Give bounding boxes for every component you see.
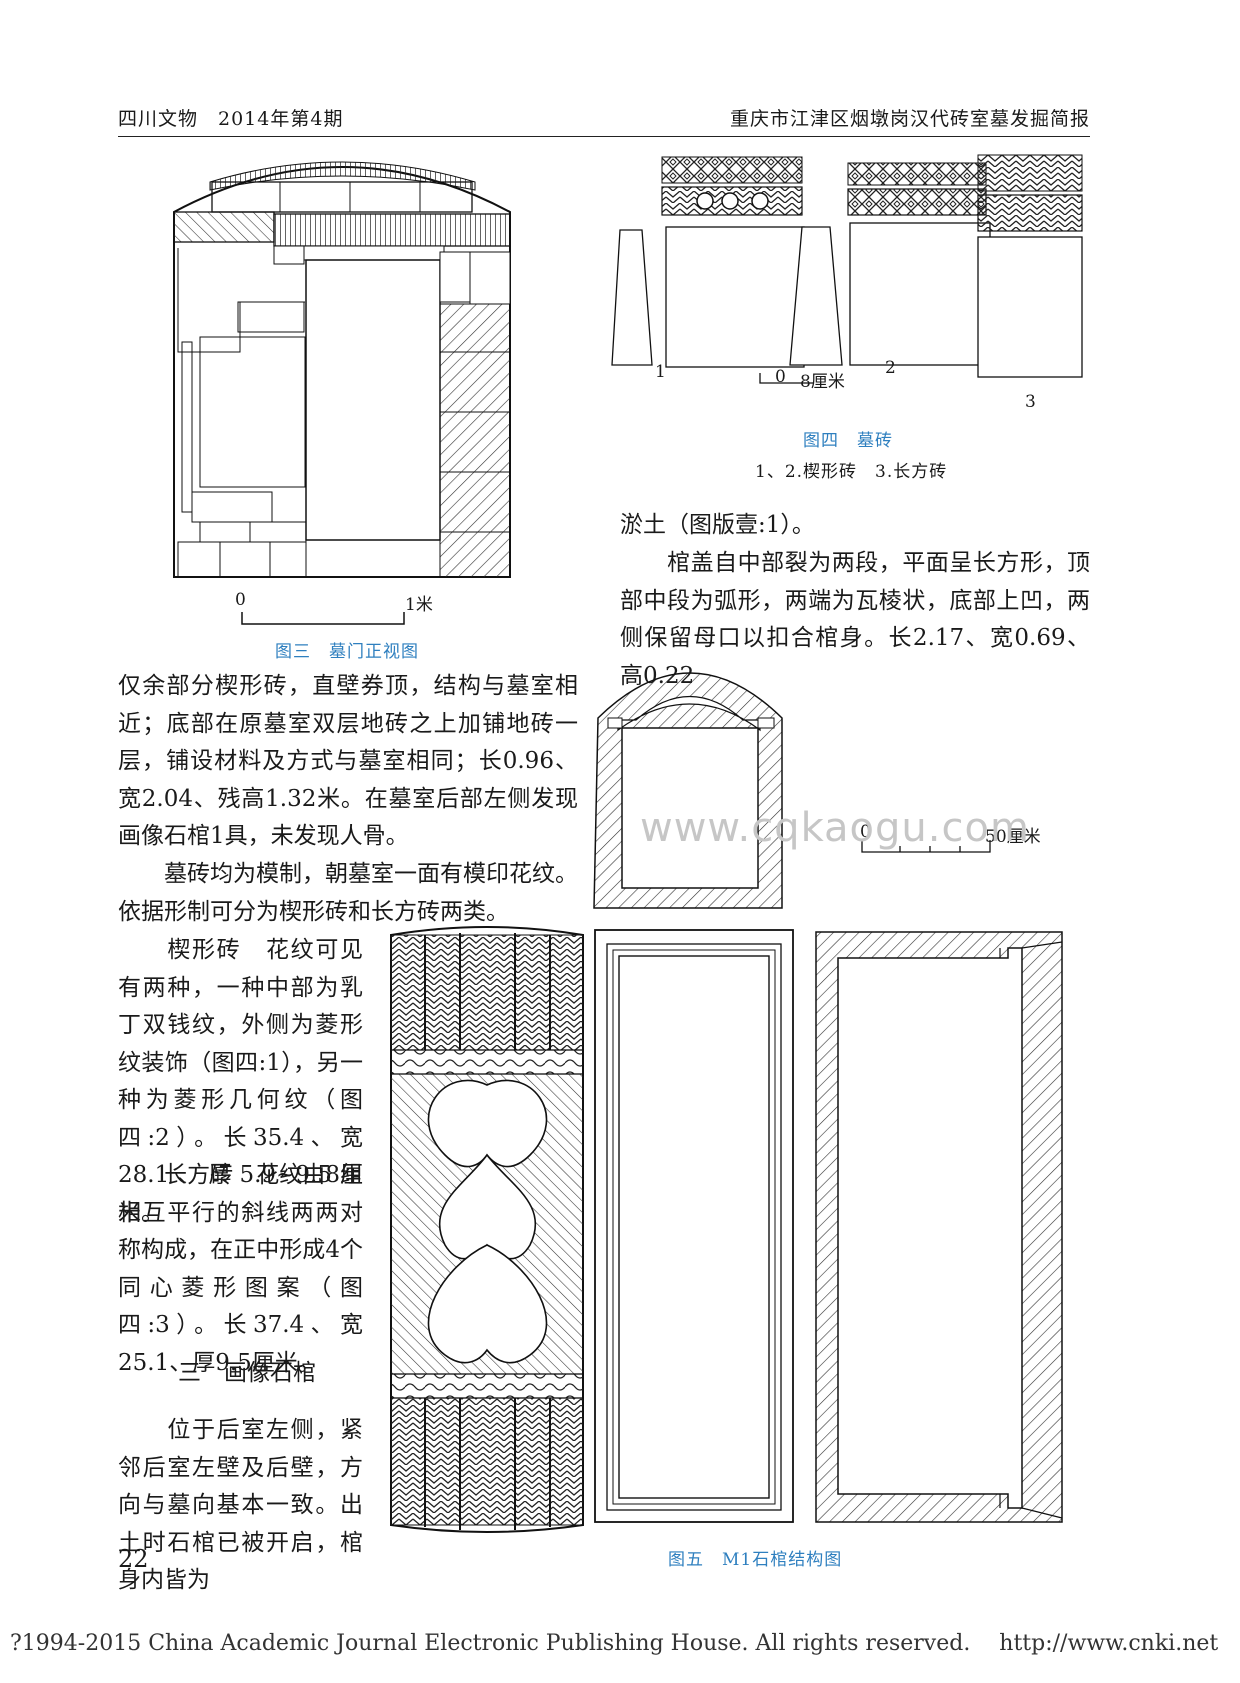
figure5-coffin-body-plan [594, 929, 794, 1523]
figure5-scale-bar [861, 840, 991, 853]
figure3-scale-zero: 0 [235, 590, 246, 610]
left-col-paragraph-5: 位于后室左侧，紧邻后室左壁及后壁，方向与墓向基本一致。出土时石棺已被开启，棺身内… [118, 1417, 363, 1593]
left-col-paragraph-3: 楔形砖 花纹可见有两种，一种中部为乳丁双钱纹，外侧为菱形纹装饰（图四:1），另一… [118, 937, 363, 1226]
page-number: 22 [118, 1545, 149, 1573]
figure4-scale-zero: 0 [775, 367, 786, 387]
figure3-scale-end: 1米 [405, 595, 433, 615]
figure5-coffin-lid-plan [390, 926, 584, 1533]
figure4-label-2: 2 [885, 358, 896, 378]
figure4-caption: 图四 墓砖 [803, 431, 893, 451]
left-col-paragraph-2: 墓砖均为模制，朝墓室一面有模印花纹。依据形制可分为楔形砖和长方砖两类。 [118, 861, 578, 925]
figure4-label-1: 1 [655, 362, 666, 382]
figure4-subcaption: 1、2.楔形砖 3.长方砖 [755, 462, 948, 482]
section-heading: 三 画像石棺 [178, 1360, 316, 1386]
figure3-tomb-door-drawing [173, 161, 511, 578]
article-title: 重庆市江津区烟墩岗汉代砖室墓发掘简报 [729, 108, 1090, 130]
copyright-footer: ?1994-2015 China Academic Journal Electr… [10, 1631, 1219, 1656]
left-col-paragraph-4: 长方砖 花纹由8组相互平行的斜线两两对称构成，在正中形成4个同心菱形图案（图四:… [118, 1162, 363, 1376]
figure4-scale-end: 8厘米 [800, 372, 845, 392]
figure4-bricks-drawing [611, 154, 1083, 384]
figure3-scale-bar [241, 612, 405, 625]
figure5-scale-zero: 0 [860, 822, 871, 842]
right-col-paragraph-1: 棺盖自中部裂为两段，平面呈长方形，顶部中段为弧形，两端为瓦棱状，底部上凹，两侧保… [620, 550, 1090, 689]
figure5-coffin-section-drawing [593, 672, 783, 909]
figure4-label-3: 3 [1025, 392, 1036, 412]
left-col-paragraph-1: 仅余部分楔形砖，直壁券顶，结构与墓室相近；底部在原墓室双层地砖之上加铺地砖一层，… [118, 673, 578, 849]
figure3-caption: 图三 墓门正视图 [275, 642, 419, 662]
header-rule [118, 136, 1090, 137]
figure5-coffin-long-section [815, 931, 1063, 1523]
journal-issue: 四川文物 2014年第4期 [118, 108, 344, 130]
right-col-paragraph-0: 淤土（图版壹:1）。 [620, 512, 815, 538]
figure5-caption: 图五 M1石棺结构图 [668, 1550, 843, 1570]
watermark: www.cqkaogu.com [640, 805, 1030, 851]
figure5-scale-end: 50厘米 [985, 827, 1041, 847]
